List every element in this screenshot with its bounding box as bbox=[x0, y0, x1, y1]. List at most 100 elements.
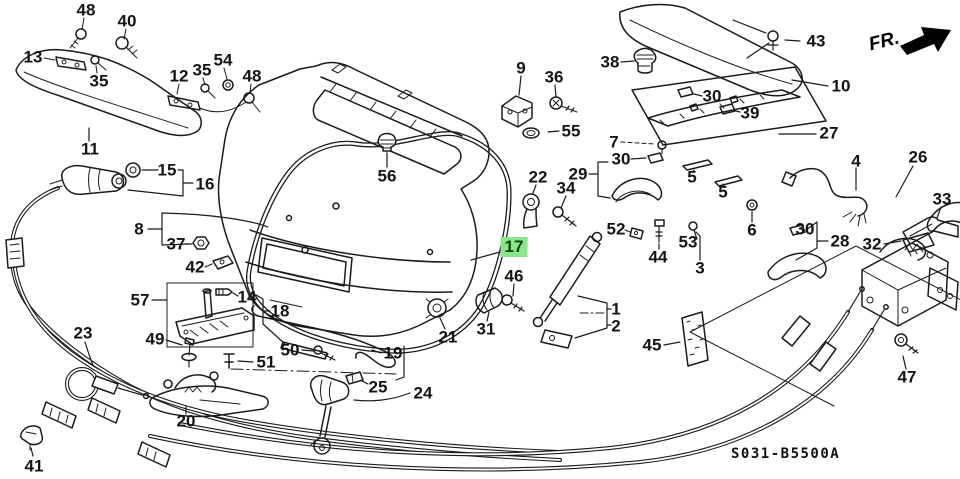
callout-44: 44 bbox=[648, 247, 668, 267]
callout-26: 26 bbox=[908, 147, 928, 167]
rear-spoiler-right bbox=[620, 5, 828, 96]
callout-11: 11 bbox=[81, 139, 99, 159]
callout-25: 25 bbox=[368, 377, 388, 397]
weatherstrip-seal bbox=[248, 134, 509, 352]
harness-clip-52 bbox=[625, 228, 643, 239]
callout-56: 56 bbox=[377, 166, 397, 186]
left-opener-cables bbox=[6, 188, 560, 467]
callout-13: 13 bbox=[23, 47, 43, 67]
spoiler-bracket-panel bbox=[632, 67, 826, 145]
callout-38: 38 bbox=[600, 52, 620, 72]
callout-16: 16 bbox=[195, 174, 215, 194]
callout-34: 34 bbox=[556, 178, 576, 198]
callout-42: 42 bbox=[185, 257, 205, 277]
callout-21: 21 bbox=[438, 327, 458, 347]
strut-clamp bbox=[523, 185, 539, 228]
lock-cylinder-with-key bbox=[311, 372, 410, 454]
callout-8: 8 bbox=[134, 219, 144, 239]
callout-49: 49 bbox=[145, 329, 165, 349]
drawing-code: S031-B5500A bbox=[731, 446, 841, 462]
callout-37: 37 bbox=[166, 234, 186, 254]
actuator-bolt-47 bbox=[895, 334, 918, 369]
callout-19: 19 bbox=[383, 343, 403, 363]
callout-31: 31 bbox=[476, 319, 496, 339]
hinge-bracket-9 bbox=[502, 76, 532, 127]
callout-7: 7 bbox=[609, 132, 619, 152]
stay-bolts bbox=[471, 252, 524, 321]
callout-46: 46 bbox=[504, 266, 524, 286]
callout-45: 45 bbox=[642, 335, 662, 355]
callout-17: 17 bbox=[500, 237, 528, 257]
callout-50: 50 bbox=[280, 340, 300, 360]
spoiler-clip-43 bbox=[768, 31, 800, 50]
callout-12: 12 bbox=[169, 66, 189, 86]
callout-3: 3 bbox=[695, 258, 705, 278]
spoiler-fasteners-left bbox=[44, 18, 260, 112]
callout-23: 23 bbox=[73, 323, 93, 343]
callout-35: 35 bbox=[89, 71, 109, 91]
callout-47: 47 bbox=[897, 367, 917, 387]
callout-27: 27 bbox=[819, 123, 839, 143]
grommet-55 bbox=[523, 128, 559, 138]
gas-strut bbox=[534, 233, 612, 349]
roof-grommet bbox=[378, 134, 396, 168]
wire-harness bbox=[782, 168, 867, 226]
callout-40: 40 bbox=[117, 11, 137, 31]
strut-bolt-34 bbox=[553, 196, 576, 226]
panel-grommet bbox=[426, 299, 448, 329]
hinge-bolt-36 bbox=[550, 85, 577, 112]
callout-36: 36 bbox=[544, 67, 564, 87]
striker-and-clips bbox=[224, 346, 335, 368]
cable-clip-41 bbox=[21, 426, 43, 456]
callout-1: 1 bbox=[611, 299, 621, 319]
callout-24: 24 bbox=[413, 383, 433, 403]
callout-51: 51 bbox=[256, 352, 276, 372]
callout-14: 14 bbox=[237, 287, 257, 307]
pull-handle-center bbox=[589, 162, 661, 202]
callout-30: 30 bbox=[702, 86, 722, 106]
right-opener-cables bbox=[150, 287, 888, 470]
lock-cylinder-left bbox=[50, 163, 193, 196]
callout-5: 5 bbox=[687, 167, 697, 187]
callout-43: 43 bbox=[806, 31, 826, 51]
callout-35: 35 bbox=[192, 60, 212, 80]
latch-actuator-group bbox=[690, 166, 960, 406]
callout-15: 15 bbox=[157, 160, 177, 180]
cable-loop bbox=[67, 342, 149, 399]
callout-55: 55 bbox=[561, 121, 581, 141]
callout-30: 30 bbox=[795, 219, 815, 239]
callout-54: 54 bbox=[213, 50, 233, 70]
rear-spoiler-left bbox=[16, 50, 201, 141]
callout-48: 48 bbox=[76, 0, 96, 20]
callout-32: 32 bbox=[862, 234, 882, 254]
callout-48: 48 bbox=[242, 66, 262, 86]
pull-handle-right bbox=[768, 203, 960, 280]
callout-28: 28 bbox=[830, 231, 850, 251]
callout-39: 39 bbox=[740, 103, 760, 123]
grommet-38 bbox=[621, 48, 656, 73]
callout-57: 57 bbox=[130, 290, 150, 310]
callout-5: 5 bbox=[718, 182, 728, 202]
callout-2: 2 bbox=[611, 316, 621, 336]
callout-4: 4 bbox=[851, 151, 861, 171]
callout-53: 53 bbox=[678, 232, 698, 252]
callout-20: 20 bbox=[176, 411, 196, 431]
handle-fasteners bbox=[655, 200, 757, 260]
small-clips-center bbox=[621, 141, 742, 186]
latch-hardware-left bbox=[148, 213, 268, 269]
callout-10: 10 bbox=[831, 76, 851, 96]
callout-33: 33 bbox=[932, 189, 952, 209]
tailgate-latch-assembly bbox=[150, 372, 268, 416]
callout-9: 9 bbox=[516, 58, 526, 78]
callout-52: 52 bbox=[606, 219, 626, 239]
callout-18: 18 bbox=[270, 301, 290, 321]
callout-30: 30 bbox=[611, 149, 631, 169]
callout-41: 41 bbox=[24, 456, 44, 476]
callout-29: 29 bbox=[568, 164, 588, 184]
callout-22: 22 bbox=[528, 167, 548, 187]
callout-6: 6 bbox=[747, 220, 757, 240]
fr-arrow-icon bbox=[900, 27, 951, 55]
